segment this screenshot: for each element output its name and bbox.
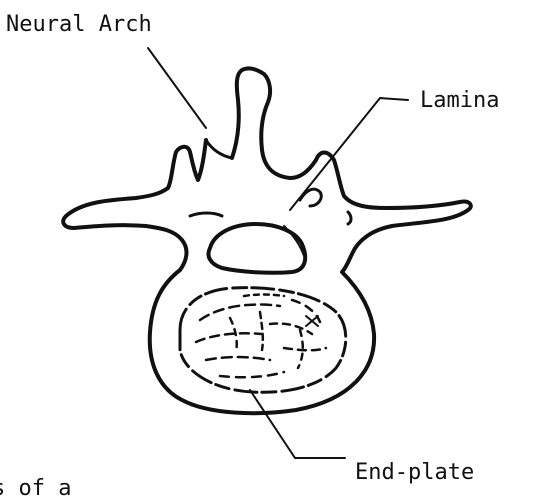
left-process-detail (190, 213, 222, 216)
right-process-detail (300, 189, 321, 206)
vertebral-foramen (209, 224, 306, 273)
vertebra-outline (63, 68, 471, 413)
arch-inner-line (206, 140, 232, 158)
lamina-leader (290, 98, 408, 210)
neural-arch-label: Neural Arch (6, 14, 152, 36)
lamina-label: Lamina (420, 90, 499, 112)
end-plate-label: End-plate (355, 462, 474, 484)
cut-off-caption: s of a (0, 478, 71, 500)
cancellous-texture (196, 295, 326, 378)
right-notch (348, 212, 351, 224)
neural-arch-leader (148, 48, 206, 128)
